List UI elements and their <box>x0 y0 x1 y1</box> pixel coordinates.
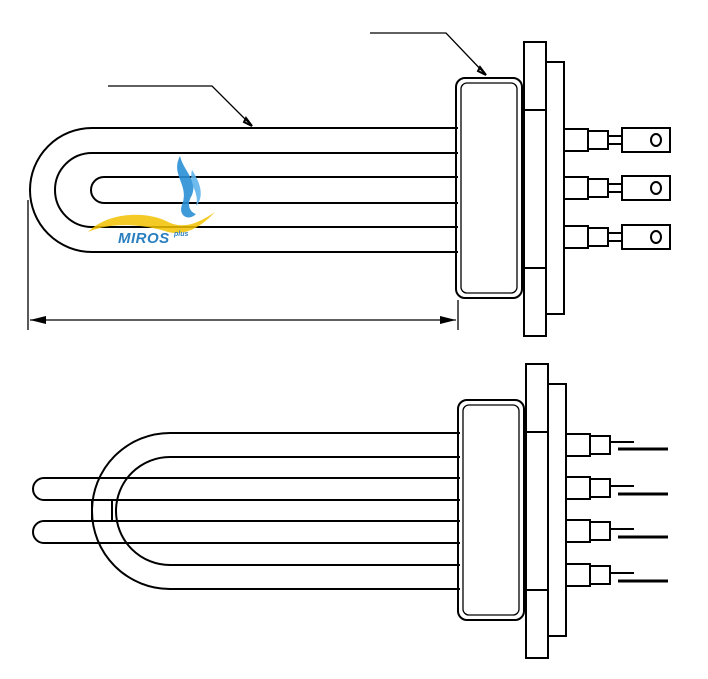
bottom-view <box>32 363 668 659</box>
bottom-flange-back <box>547 383 567 637</box>
bottom-collar-inner <box>462 404 520 616</box>
top-tube-middle <box>54 152 458 228</box>
leader-line-collar <box>370 32 487 76</box>
logo-wordmark: MIROS <box>118 230 170 247</box>
leader-line-tube <box>108 85 253 127</box>
top-flange-back <box>545 61 565 315</box>
logo-wave <box>88 212 215 234</box>
top-terminal-1 <box>563 127 671 153</box>
bottom-terminal-4 <box>565 563 668 587</box>
bottom-flange <box>525 363 549 659</box>
top-collar-inner <box>460 82 518 294</box>
bottom-tube-outer-arc-inner <box>115 456 460 566</box>
top-flange <box>523 41 547 337</box>
bottom-straight-tube-2 <box>32 520 460 544</box>
length-dimension <box>27 200 459 330</box>
bottom-terminal-2 <box>565 476 668 500</box>
logo-suffix: plus <box>174 231 189 238</box>
top-view <box>27 32 671 337</box>
top-tube-outer <box>29 127 458 253</box>
top-terminal-3 <box>563 224 671 250</box>
bottom-terminal-1 <box>565 433 668 457</box>
bottom-terminal-3 <box>565 519 668 543</box>
bottom-collar <box>457 399 525 621</box>
bottom-straight-tube-1 <box>32 477 460 501</box>
miros-logo <box>88 156 215 234</box>
logo-flame <box>177 156 196 218</box>
top-tube-inner <box>90 176 458 204</box>
top-terminal-2 <box>563 175 671 201</box>
top-collar <box>455 77 523 299</box>
